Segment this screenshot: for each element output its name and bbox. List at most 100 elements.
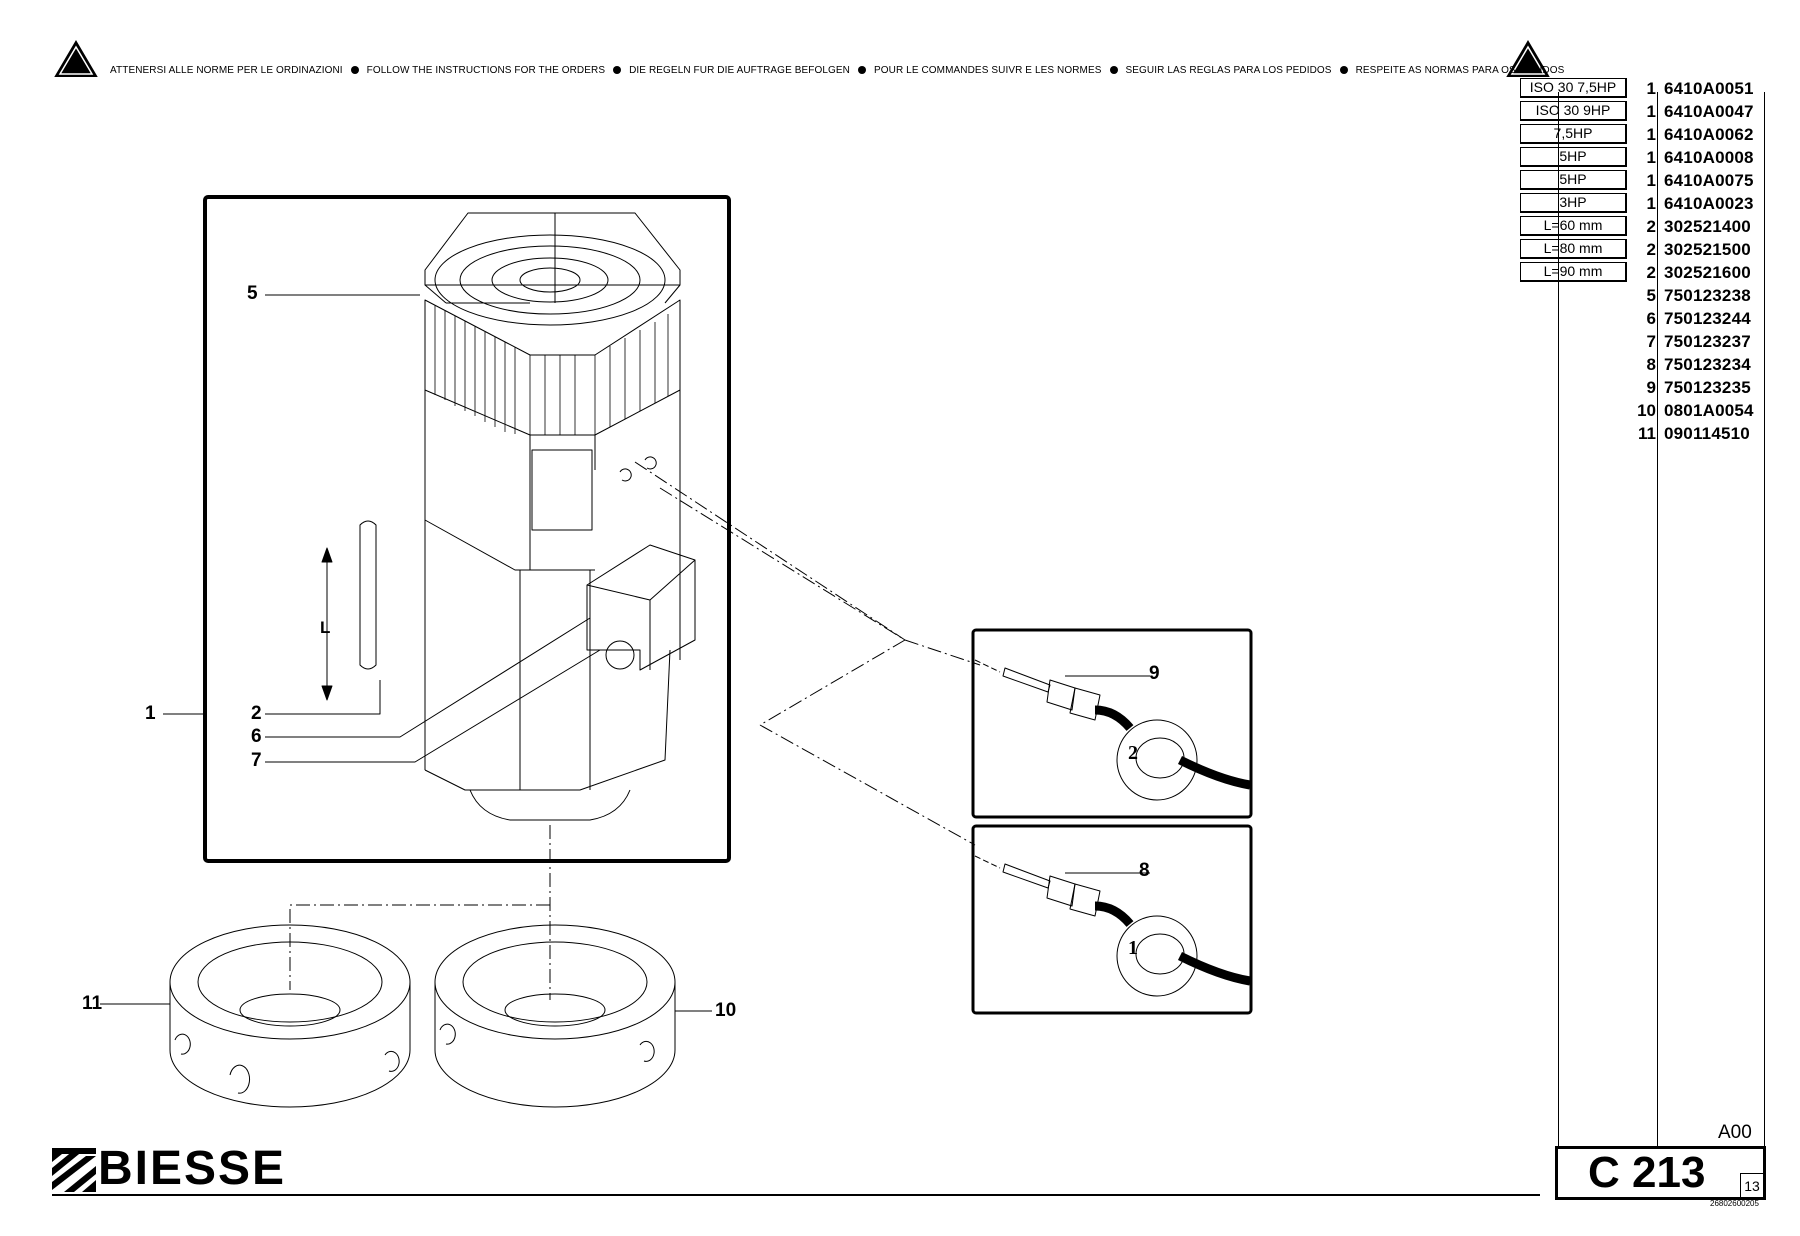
part-code: 302521600 [1664,263,1751,282]
revision-label: A00 [1718,1122,1752,1143]
bullet-icon [1339,66,1348,75]
part-description: 3HP [1520,193,1627,213]
part-description: 7,5HP [1520,124,1627,144]
part-code: 302521400 [1664,217,1751,236]
callout-7: 7 [251,750,262,771]
parts-row: 11 090114510 [1518,423,1788,446]
callout-6: 6 [251,726,262,747]
part-quantity: 1 [1646,102,1656,121]
biesse-logo-icon [52,1148,96,1192]
part-code: 750123234 [1664,355,1751,374]
instruction-en: FOLLOW THE INSTRUCTIONS FOR THE ORDERS [366,65,606,76]
footer-rule [52,1194,1540,1196]
table-rule [1764,92,1765,1146]
bullet-icon [613,66,622,75]
table-rule [1558,92,1559,1146]
parts-row: 6 750123244 [1518,308,1788,331]
callout-10: 10 [715,1000,737,1021]
part-code: 6410A0075 [1664,171,1754,190]
parts-row: 3HP 1 6410A0023 [1518,193,1788,216]
electrospindle-motor [424,212,696,821]
bullet-icon [857,66,866,75]
callout-11: 11 [82,993,103,1014]
callout-8: 8 [1139,860,1150,881]
part-quantity: 1 [1646,79,1656,98]
callout-1: 1 [145,703,156,724]
part-quantity: 11 [1638,424,1656,443]
cable-connector-9 [974,659,1251,801]
parts-row: L=80 mm 2 302521500 [1518,239,1788,262]
part-code: 302521500 [1664,240,1751,259]
spindle-frame [203,195,731,863]
parts-row: 5 750123238 [1518,285,1788,308]
part-description: L=60 mm [1520,216,1627,236]
page-number: 13 [1740,1173,1763,1198]
document-number: 26802600205 [1710,1199,1759,1208]
part-quantity: 10 [1637,401,1656,420]
part-description: ISO 30 9HP [1520,101,1627,121]
table-code-box: C 213 13 [1555,1146,1766,1200]
parts-row: ISO 30 9HP 1 6410A0047 [1518,101,1788,124]
parts-row: L=90 mm 2 302521600 [1518,262,1788,285]
part-code: 6410A0008 [1664,148,1754,167]
instruction-fr: POUR LE COMMANDES SUIVR E LES NORMES [873,65,1102,76]
callout-9: 9 [1149,663,1160,684]
parts-row: 10 0801A0054 [1518,400,1788,423]
part-code: 750123238 [1664,286,1751,305]
callout-2: 2 [251,703,262,724]
part-code: 6410A0062 [1664,125,1754,144]
part-description: 5HP [1520,170,1627,190]
part-quantity: 2 [1646,240,1656,259]
part-description: ISO 30 7,5HP [1520,78,1627,98]
instruction-it: ATTENERSI ALLE NORME PER LE ORDINAZIONI [110,65,343,76]
table-rule [1657,92,1658,1146]
ring-nut-11 [169,924,411,1108]
part-quantity: 2 [1646,263,1656,282]
part-code: 750123244 [1664,309,1751,328]
part-code: 6410A0051 [1664,79,1754,98]
parts-row: 8 750123234 [1518,354,1788,377]
part-description: 5HP [1520,147,1627,167]
parts-row: 7 750123237 [1518,331,1788,354]
part-quantity: 7 [1646,332,1656,351]
brand-name: BIESSE [98,1142,287,1195]
bullet-icon [1109,66,1118,75]
key-part [321,520,377,701]
ring-nut-10 [434,924,676,1108]
part-quantity: 8 [1646,355,1656,374]
part-quantity: 2 [1646,217,1656,236]
bullet-icon [350,66,359,75]
callout-5: 5 [247,283,258,304]
part-quantity: 1 [1646,148,1656,167]
parts-row: L=60 mm 2 302521400 [1518,216,1788,239]
part-description: L=90 mm [1520,262,1627,282]
instruction-es: SEGUIR LAS REGLAS PARA LOS PEDIDOS [1125,65,1332,76]
parts-row: 9 750123235 [1518,377,1788,400]
dimension-label: L [320,618,331,637]
part-quantity: 5 [1646,286,1656,305]
wire-marker-2: 2 [1128,742,1138,764]
part-description: L=80 mm [1520,239,1627,259]
part-code: 750123235 [1664,378,1751,397]
warning-triangle-icon [1506,40,1550,77]
part-code: 750123237 [1664,332,1751,351]
warning-triangle-icon [54,40,98,77]
parts-row: 5HP 1 6410A0075 [1518,170,1788,193]
part-quantity: 6 [1646,309,1656,328]
wire-marker-1: 1 [1128,937,1138,959]
part-quantity: 1 [1646,171,1656,190]
part-code: 0801A0054 [1664,401,1754,420]
table-code: C 213 [1588,1148,1706,1197]
part-quantity: 1 [1646,194,1656,213]
part-quantity: 1 [1646,125,1656,144]
part-code: 090114510 [1664,424,1750,443]
instruction-pt: RESPEITE AS NORMAS PARA OS PEDIDOS [1355,65,1565,76]
cable-connector-8 [974,855,1251,997]
instruction-de: DIE REGELN FUR DIE AUFTRAGE BEFOLGEN [629,65,850,76]
parts-row: ISO 30 7,5HP 1 6410A0051 [1518,78,1788,101]
part-code: 6410A0047 [1664,102,1754,121]
part-quantity: 9 [1646,378,1656,397]
parts-row: 5HP 1 6410A0008 [1518,147,1788,170]
part-code: 6410A0023 [1664,194,1754,213]
